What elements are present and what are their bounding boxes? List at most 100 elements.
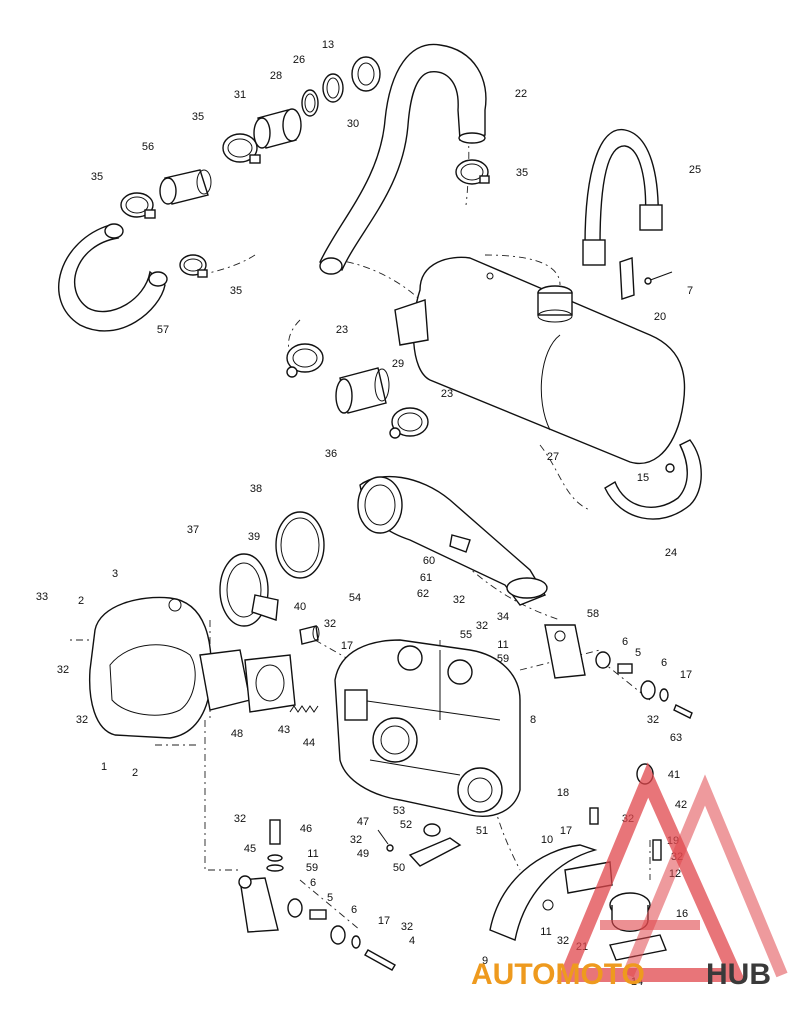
callout-2: 2 — [78, 595, 84, 607]
callout-6: 6 — [661, 657, 667, 669]
callout-32: 32 — [647, 714, 659, 726]
callout-24: 24 — [665, 547, 677, 559]
bushing-6 — [330, 925, 346, 945]
callout-35: 35 — [192, 111, 204, 123]
logo-text-hub: HUB — [706, 958, 771, 991]
callout-32: 32 — [57, 664, 69, 676]
cover-50 — [408, 837, 462, 867]
callout-32: 32 — [476, 620, 488, 632]
sleeve-29 — [335, 367, 390, 414]
callout-2: 2 — [132, 767, 138, 779]
callout-20: 20 — [654, 311, 666, 323]
nut-13 — [351, 56, 381, 92]
callout-3: 3 — [112, 568, 118, 580]
callout-8: 8 — [530, 714, 536, 726]
callout-59: 59 — [306, 862, 318, 874]
callout-35: 35 — [91, 171, 103, 183]
callout-18: 18 — [557, 787, 569, 799]
sleeve-5 — [309, 909, 327, 920]
callout-43: 43 — [278, 724, 290, 736]
callout-44: 44 — [303, 737, 315, 749]
callout-32: 32 — [557, 935, 569, 947]
callout-28: 28 — [270, 70, 282, 82]
callout-48: 48 — [231, 728, 243, 740]
callout-32: 32 — [234, 813, 246, 825]
muffler-27 — [394, 256, 686, 464]
callout-9: 9 — [482, 955, 488, 967]
callout-6: 6 — [351, 904, 357, 916]
bracket-58 — [544, 624, 586, 679]
clamp-37 — [219, 553, 279, 627]
o-ring-28 — [301, 89, 319, 117]
retaining-strap-25 — [582, 129, 663, 266]
callout-59: 59 — [497, 653, 509, 665]
coupling-hose-56 — [159, 169, 212, 205]
callout-41: 41 — [668, 769, 680, 781]
callout-46: 46 — [300, 823, 312, 835]
callout-39: 39 — [248, 531, 260, 543]
callout-7: 7 — [687, 285, 693, 297]
gasket-26 — [322, 73, 344, 103]
bushing-6 — [640, 680, 656, 700]
bushing-6 — [595, 651, 611, 669]
exhaust-pipe-57 — [58, 223, 168, 332]
callout-31: 31 — [234, 89, 246, 101]
callout-6: 6 — [310, 877, 316, 889]
callout-15: 15 — [637, 472, 649, 484]
callout-35: 35 — [230, 285, 242, 297]
callout-33: 33 — [36, 591, 48, 603]
callout-50: 50 — [393, 862, 405, 874]
callout-32: 32 — [76, 714, 88, 726]
clamp-35 — [120, 192, 156, 219]
callout-13: 13 — [322, 39, 334, 51]
muffler-support-24 — [604, 439, 702, 520]
callout-61: 61 — [420, 572, 432, 584]
callout-53: 53 — [393, 805, 405, 817]
gasket-48 — [244, 654, 296, 713]
screw-63 — [673, 704, 693, 719]
logo-text-automoto: AUTOMOTO — [471, 958, 645, 991]
bracket-20 — [619, 257, 635, 300]
spring-40 — [299, 625, 320, 645]
callout-32: 32 — [453, 594, 465, 606]
bushing-6 — [287, 898, 303, 918]
callout-56: 56 — [142, 141, 154, 153]
spring-43 — [289, 705, 319, 713]
clamp-35 — [455, 159, 490, 185]
sleeve-5 — [617, 663, 633, 674]
callout-35: 35 — [516, 167, 528, 179]
callout-32: 32 — [324, 618, 336, 630]
manifold-3 — [88, 596, 251, 739]
callout-47: 47 — [357, 816, 369, 828]
callout-22: 22 — [515, 88, 527, 100]
screw-46 — [266, 819, 284, 872]
bracket-45 — [238, 875, 279, 933]
exhaust-manifold-36 — [357, 475, 548, 606]
callout-49: 49 — [357, 848, 369, 860]
callout-38: 38 — [250, 483, 262, 495]
callout-23: 23 — [336, 324, 348, 336]
callout-42: 42 — [675, 799, 687, 811]
callout-17: 17 — [341, 640, 353, 652]
clamp-23 — [389, 407, 429, 439]
callout-55: 55 — [460, 629, 472, 641]
callout-17: 17 — [378, 915, 390, 927]
callout-6: 6 — [622, 636, 628, 648]
assembly-guide-lines — [70, 134, 651, 931]
screw-7 — [644, 271, 673, 285]
callout-17: 17 — [680, 669, 692, 681]
callout-26: 26 — [293, 54, 305, 66]
callout-30: 30 — [347, 118, 359, 130]
callout-54: 54 — [349, 592, 361, 604]
callout-5: 5 — [635, 647, 641, 659]
washer-17 — [351, 935, 361, 949]
engine-8 — [334, 639, 521, 817]
callout-11: 11 — [307, 848, 318, 860]
clamp-35 — [179, 254, 208, 278]
callout-32: 32 — [350, 834, 362, 846]
callout-10: 10 — [541, 834, 553, 846]
seal-51 — [423, 823, 441, 837]
exhaust-pipe-22 — [319, 43, 487, 275]
